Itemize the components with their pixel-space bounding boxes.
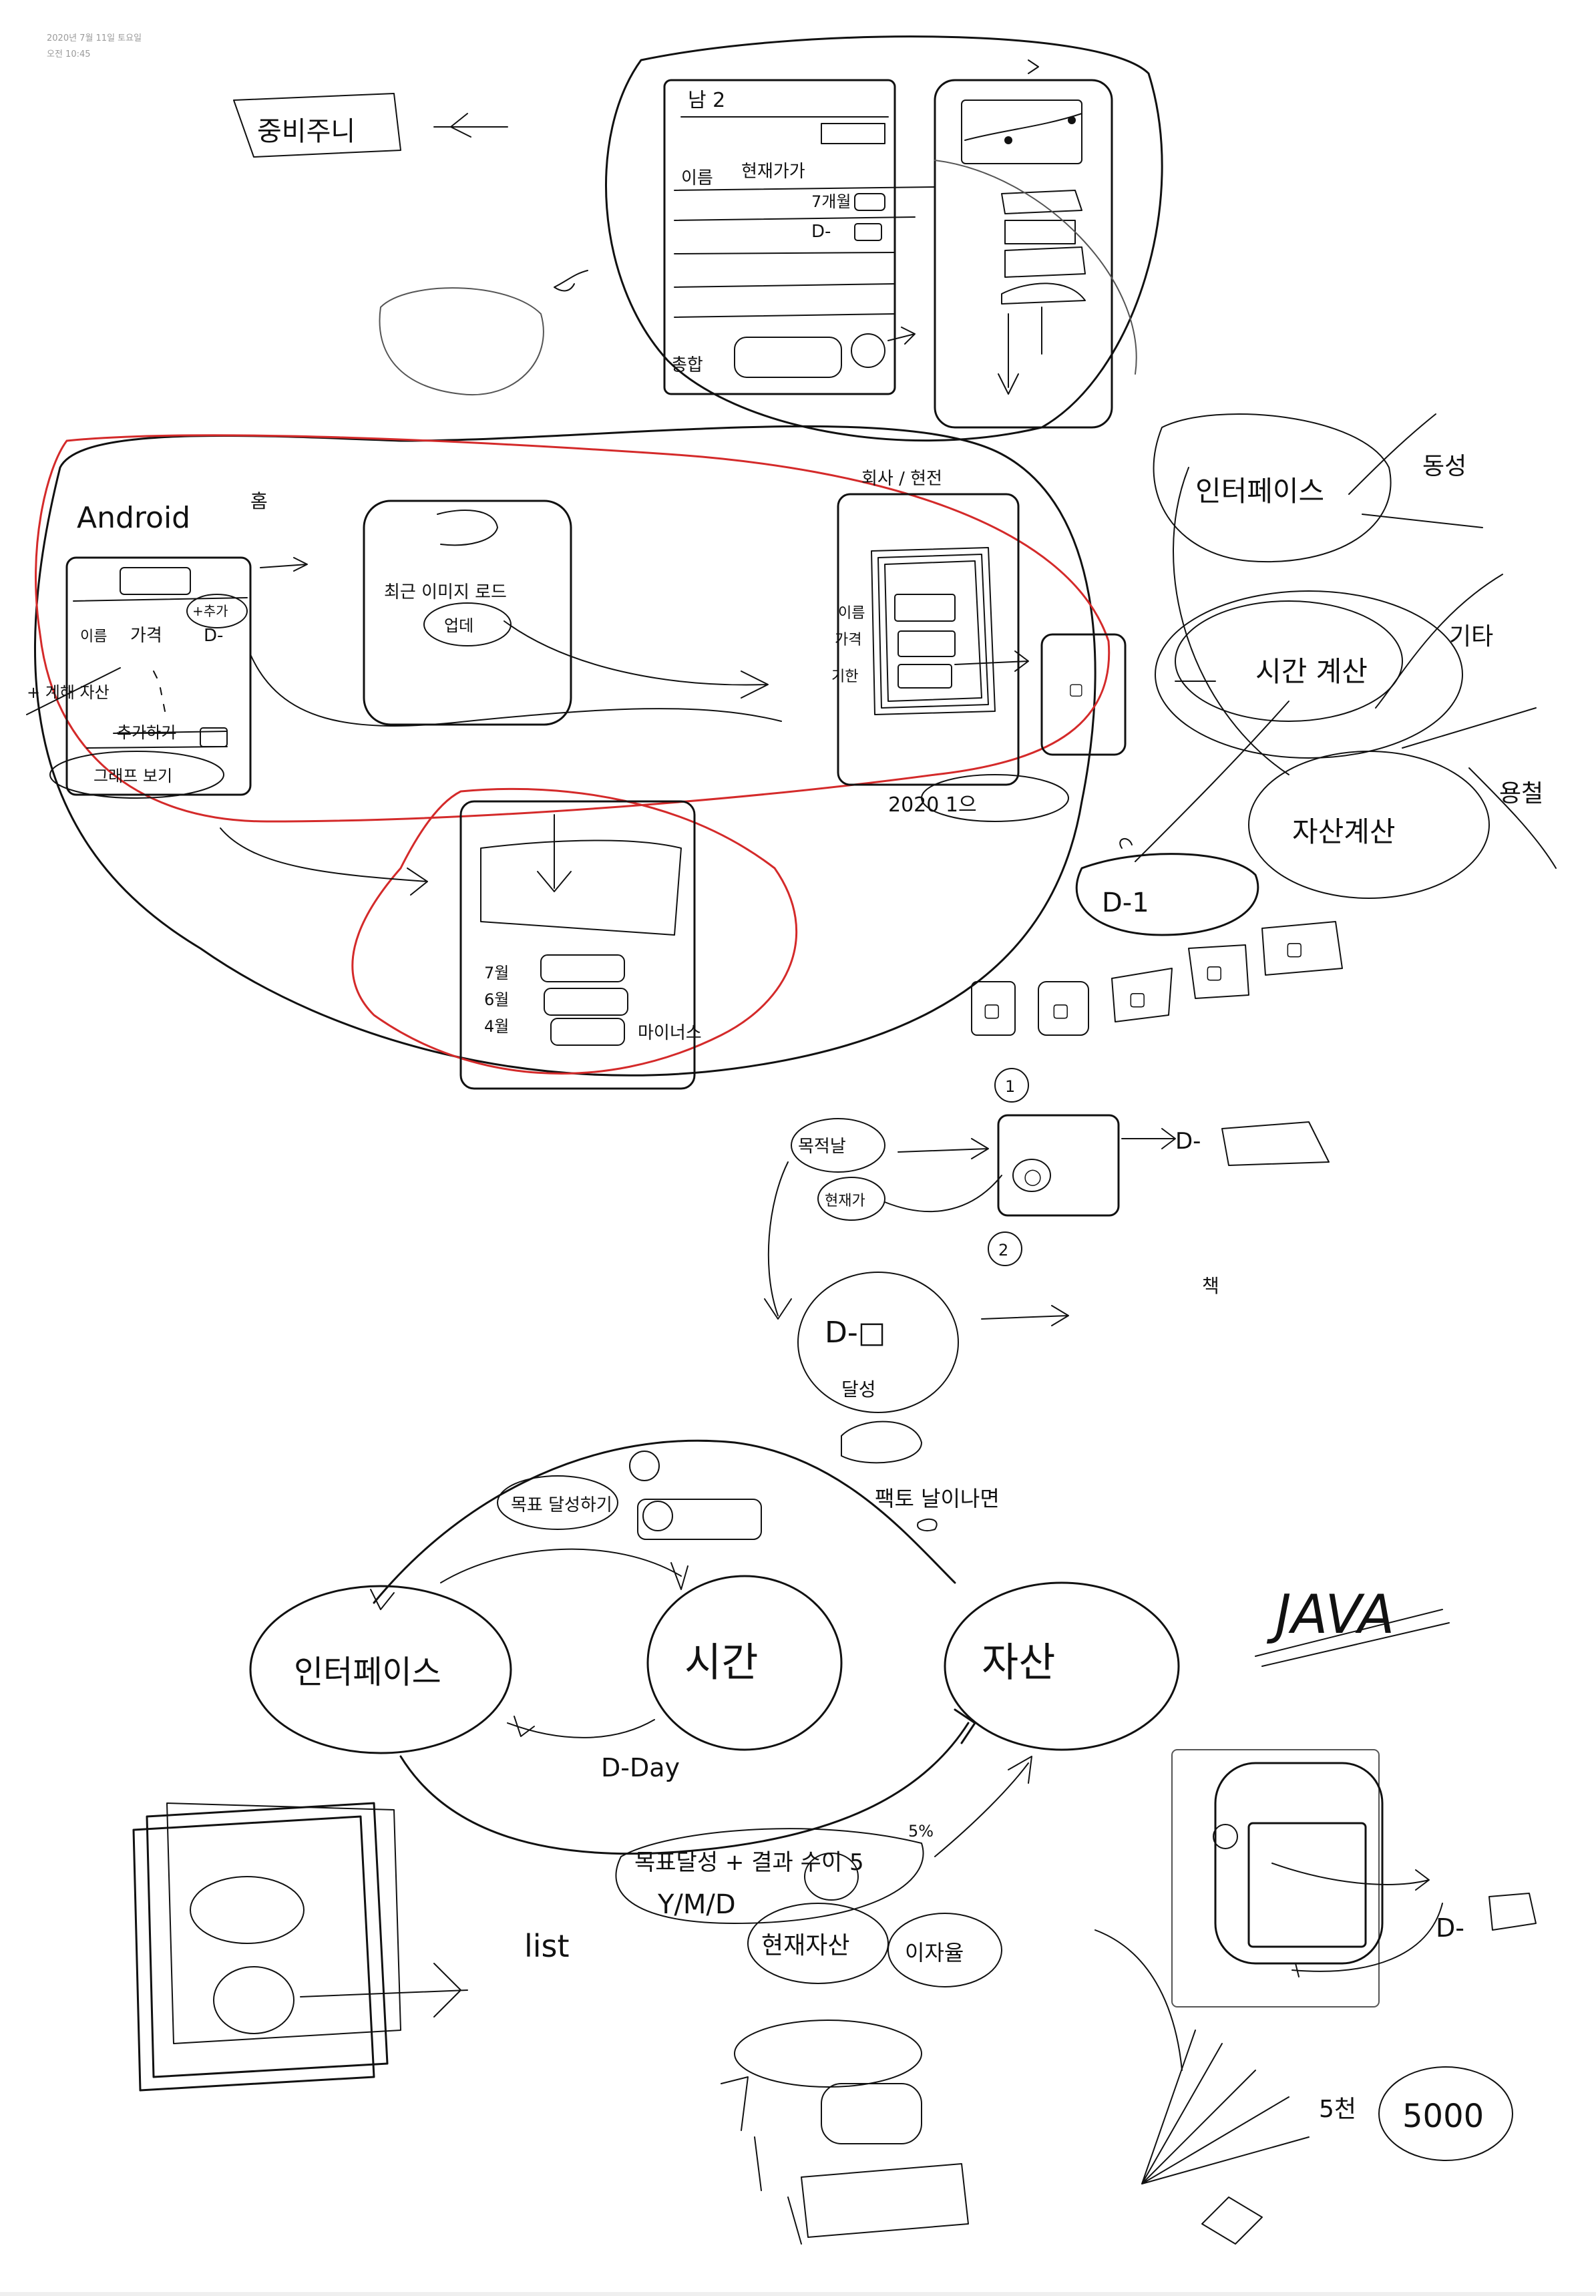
graph-note: 마이너스 (638, 1023, 702, 1043)
screen1-top-label: 남 2 (688, 89, 725, 112)
register-field-deadline: 기한 (831, 668, 858, 685)
register-date: 2020 1으 (888, 793, 977, 817)
flow-node-a: 목적날 (798, 1137, 846, 1157)
home-label: 홈 (250, 490, 268, 512)
flow-under-label: 팩토 날이나면 (875, 1486, 1000, 1511)
cycle-ymd: Y/M/D (657, 1889, 736, 1920)
svg-text:▢: ▢ (1052, 999, 1069, 1021)
cycle-list-label: list (524, 1928, 570, 1964)
plus-button-label: +추가 (192, 603, 228, 619)
detail-screen-label: 최근 이미지 로드 (384, 582, 507, 602)
right-note-2: 기타 (1449, 623, 1493, 650)
svg-text:▢: ▢ (983, 999, 1000, 1021)
cycle-diagram: 목표 달성하기 인터페이스 시간 자산 D-Day 목표달성 + 결과 수이 5… (249, 1439, 1450, 1987)
flow-detail: 달성 (841, 1378, 876, 1400)
blank-oval (379, 287, 544, 396)
cycle-java: JAVA (1266, 1583, 1394, 1646)
list-header-name: 이름 (80, 628, 107, 645)
android-cluster: Android 홈 이름 가격 D- +추가 + 계해 자산 추가하기 그래프 … (26, 425, 1127, 1090)
list-footer-label: 그래프 보기 (93, 767, 172, 785)
cycle-top-oval: 목표 달성하기 (511, 1495, 612, 1515)
right-concepts: 인터페이스 동성 시간 계산 기타 자산계산 용철 (1135, 413, 1557, 899)
title-box-label: 중비주니 (257, 116, 355, 147)
right-oval-asset: 자산계산 (1292, 815, 1396, 848)
detail-screen-button: 업데 (444, 616, 473, 635)
cycle-asset: 자산 (982, 1640, 1055, 1686)
right-oval-time: 시간 계산 (1255, 655, 1368, 688)
flow-step-2: 2 (998, 1241, 1008, 1260)
screen1-col-name: 이름 (681, 168, 713, 188)
flow-node-b: 현재가 (825, 1193, 865, 1209)
dday-chips: D-1 ▢ ▢ ▢ ▢ ▢ (971, 838, 1343, 1036)
title-box: 중비주니 (233, 93, 508, 158)
flow-side-note: 책 (1202, 1275, 1219, 1297)
list-header-price: 가격 (130, 626, 162, 646)
screen1-bottom-label: 총합 (671, 355, 703, 375)
bottom-right-note: 5천 (1319, 2096, 1356, 2123)
register-preview-icon: ▢ (1068, 680, 1084, 699)
graph-label-1: 7월 (484, 964, 509, 982)
connector-arrow (554, 270, 588, 292)
scribbled-phone (132, 1802, 468, 2092)
bottom-right-value: 5000 (1402, 2098, 1484, 2135)
list-header-dday: D- (204, 626, 223, 646)
cycle-current-asset: 현재자산 (761, 1932, 849, 1959)
list-side-note: + 계해 자산 (27, 683, 110, 702)
bottom-right-screen: D- 5천 5000 (1094, 1749, 1537, 2245)
screen1-col-period: 현재가가 (741, 162, 805, 182)
right-note-3: 용철 (1499, 780, 1543, 807)
register-field-name: 이름 (838, 605, 865, 622)
screen1-row-2: D- (811, 222, 831, 242)
screen1-row-1: 7개월 (811, 192, 851, 211)
note-date: 2020년 7월 11일 토요일 (47, 33, 142, 43)
register-field-price: 가격 (835, 632, 861, 648)
flow-step-1: 1 (1005, 1077, 1015, 1096)
bottom-scrollbar[interactable] (0, 2292, 1596, 2296)
flow-dday: D- (1175, 1128, 1201, 1155)
bottom-right-dday: D- (1436, 1913, 1464, 1943)
svg-text:▢: ▢ (1205, 961, 1223, 983)
note-time: 오전 10:45 (47, 49, 91, 59)
svg-text:▢: ▢ (1129, 988, 1146, 1010)
flow-section: 1 목적날 현재가 ◯ D- 2 D-□ 달성 책 팩토 날이나면 (764, 1068, 1330, 1531)
top-screen-mockup: 남 2 이름 현재가가 7개월 D- 총합 (605, 35, 1163, 442)
cycle-ssr-note: 5% (908, 1822, 934, 1841)
cycle-dday: D-Day (601, 1753, 680, 1782)
register-title: 회사 / 현전 (861, 469, 942, 489)
android-label: Android (77, 501, 190, 535)
right-note-1: 동성 (1422, 453, 1466, 480)
cycle-sub-note: 이자율 (905, 1940, 964, 1965)
cycle-interface: 인터페이스 (294, 1654, 441, 1691)
svg-text:▢: ▢ (1285, 938, 1303, 960)
cycle-time: 시간 (684, 1640, 758, 1686)
dday-chip-label: D-1 (1102, 888, 1149, 918)
svg-text:◯: ◯ (1024, 1167, 1042, 1186)
graph-label-2: 6월 (484, 990, 509, 1009)
list-scribbles (721, 2020, 969, 2245)
graph-label-3: 4월 (484, 1017, 509, 1036)
right-oval-interface: 인터페이스 (1195, 475, 1324, 508)
flow-dday-box: D-□ (825, 1316, 885, 1350)
